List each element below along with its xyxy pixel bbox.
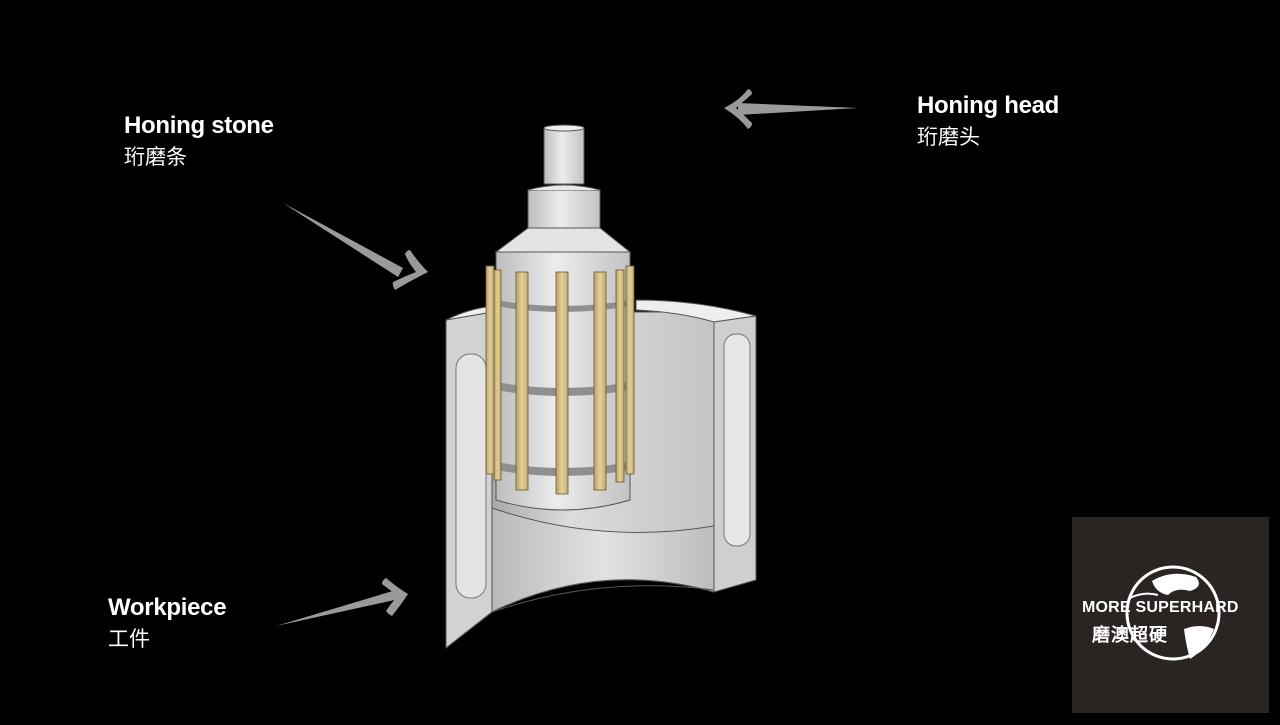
- label-workpiece: Workpiece 工件: [108, 594, 227, 654]
- label-honing-head-en: Honing head: [917, 92, 1060, 119]
- honing-stone-bar: [593, 271, 607, 491]
- label-honing-stone: Honing stone 珩磨条: [124, 112, 274, 172]
- company-logo: MORE SUPERHARD 磨澳超硬: [1072, 517, 1269, 713]
- logo-text-zh: 磨澳超硬: [1092, 625, 1168, 646]
- arrow-honing-stone: [283, 203, 428, 290]
- arrow-workpiece: [276, 578, 408, 626]
- honing-stone-bar: [515, 271, 529, 491]
- left-slot: [455, 353, 487, 599]
- label-honing-stone-zh: 珩磨条: [124, 145, 187, 169]
- honing-stones: [485, 265, 635, 495]
- label-honing-head-zh: 珩磨头: [917, 125, 980, 149]
- label-honing-head: Honing head 珩磨头: [917, 92, 1059, 152]
- honing-stone-bar: [615, 269, 625, 483]
- honing-stone-bar: [485, 265, 495, 475]
- right-slot: [723, 333, 751, 547]
- label-workpiece-en: Workpiece: [108, 594, 227, 621]
- label-honing-stone-en: Honing stone: [124, 112, 274, 139]
- honing-stone-bar: [493, 269, 502, 481]
- label-workpiece-zh: 工件: [108, 627, 150, 651]
- globe-icon: [1125, 565, 1221, 661]
- honing-stone-bar: [555, 271, 569, 495]
- honing-stone-bar: [625, 265, 635, 475]
- arrow-honing-head: [724, 89, 858, 129]
- logo-text-en: MORE SUPERHARD: [1082, 599, 1239, 616]
